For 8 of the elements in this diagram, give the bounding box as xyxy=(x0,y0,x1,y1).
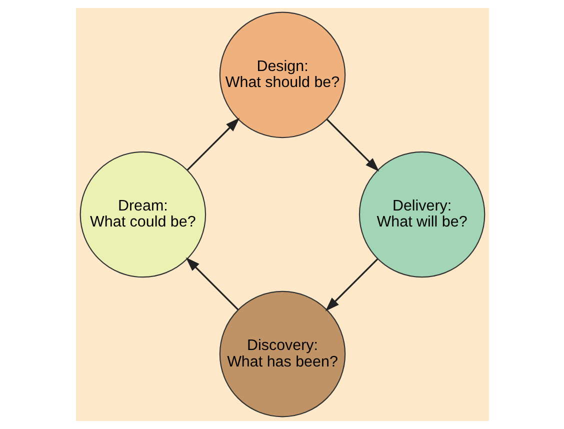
arrow xyxy=(185,257,238,310)
node-circle: Dream: What could be? xyxy=(79,151,206,278)
arrow xyxy=(326,118,379,172)
node-circle: Discovery: What has been? xyxy=(218,290,346,418)
arrow xyxy=(186,118,240,171)
arrow xyxy=(324,258,378,312)
node-circle: Design: What should be? xyxy=(218,12,346,138)
node-circle: Delivery: What will be? xyxy=(358,151,485,278)
